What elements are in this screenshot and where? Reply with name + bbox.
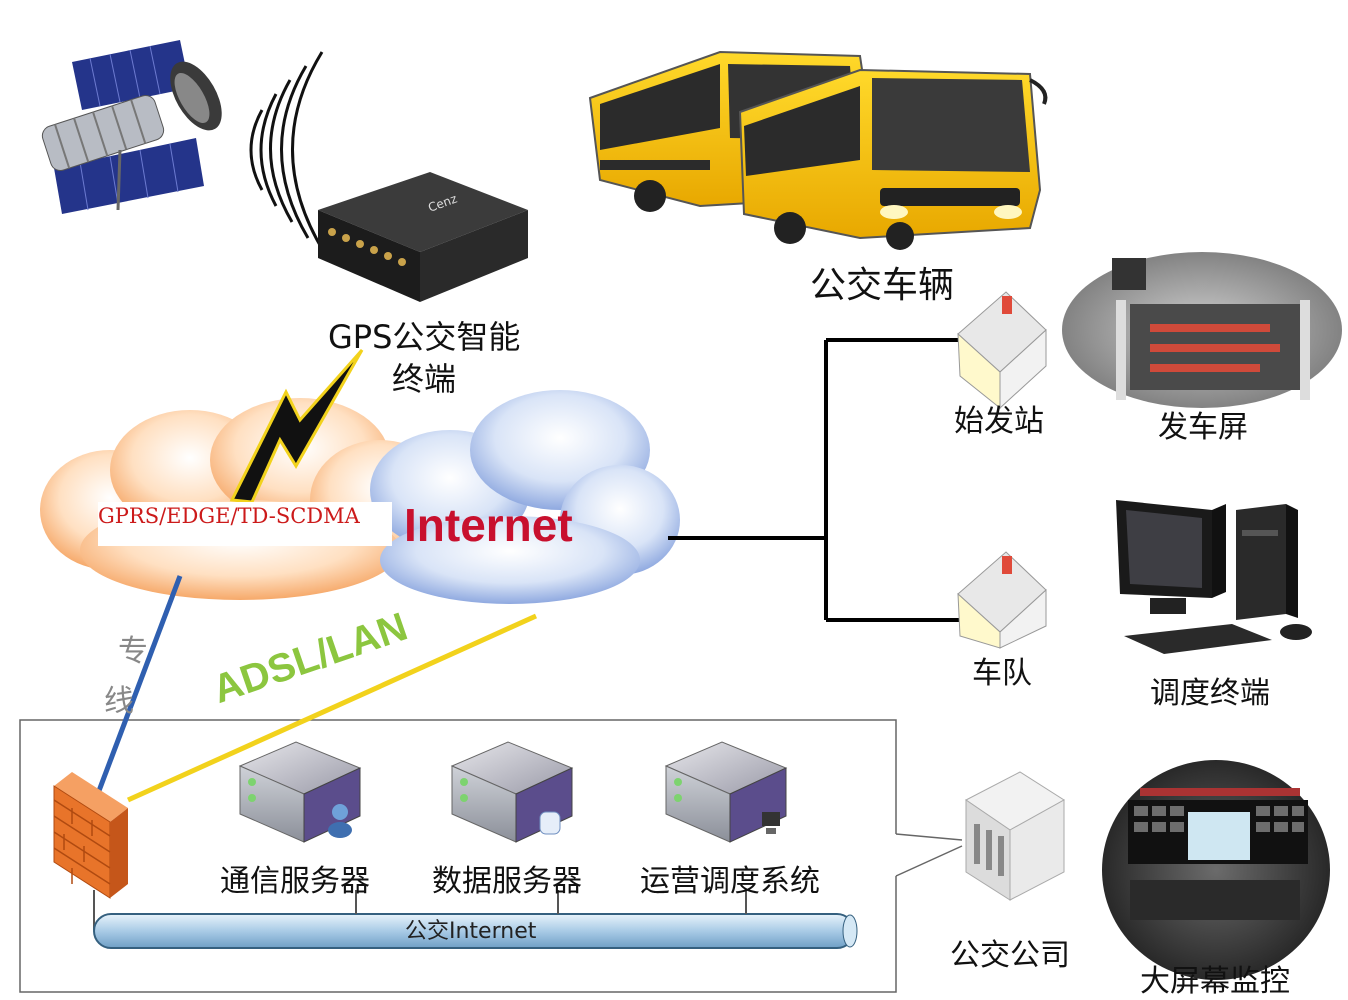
data-server-icon	[450, 741, 574, 843]
gprs-label: GPRS/EDGE/TD-SCDMA	[98, 504, 360, 528]
network-branch	[668, 338, 966, 622]
internet-cloud	[370, 390, 680, 604]
departure-screen-photo	[1062, 252, 1342, 408]
fleet-house-icon	[957, 551, 1047, 649]
satellite-icon	[41, 40, 222, 214]
big-screen-photo	[1102, 760, 1330, 980]
dedicated-line	[91, 575, 183, 805]
gps-terminal-label-line2: 终端	[392, 360, 457, 398]
server-room-frame	[19, 719, 963, 993]
ops-system-label: 运营调度系统	[640, 864, 820, 899]
fleet-label: 车队	[972, 656, 1032, 691]
gprs-label-box	[98, 502, 392, 546]
start-station-label: 始发站	[954, 404, 1044, 439]
big-screen-label: 大屏幕监控	[1140, 964, 1290, 999]
dedicated-line-label-1: 专	[118, 634, 148, 669]
bus-company-label: 公交公司	[950, 938, 1070, 973]
bus-internet-label: 公交Internet	[405, 919, 537, 944]
dispatch-terminal-label: 调度终端	[1150, 676, 1270, 711]
start-station-house-icon	[957, 291, 1047, 410]
bus-internet-pipe	[93, 890, 858, 949]
comm-server-label: 通信服务器	[220, 864, 370, 899]
dispatch-computer-icon	[1116, 500, 1312, 654]
ops-server-icon	[664, 741, 788, 843]
comm-server-icon	[238, 741, 362, 843]
bus-icon-front	[738, 68, 1048, 250]
adsl-line	[126, 613, 538, 803]
bus-company-building-icon	[965, 771, 1065, 901]
gps-terminal-label: GPS公交智能	[328, 318, 521, 356]
departure-screen-label: 发车屏	[1158, 410, 1248, 445]
internet-label: Internet	[404, 499, 573, 551]
data-server-label: 数据服务器	[432, 864, 582, 899]
dedicated-line-label-2: 线	[104, 684, 134, 719]
signal-waves-icon	[249, 51, 326, 253]
lightning-bolt-icon	[229, 349, 364, 504]
firewall-icon	[53, 772, 128, 899]
gps-terminal-icon: Cenz	[318, 172, 528, 302]
bus-vehicle-label: 公交车辆	[810, 265, 955, 306]
